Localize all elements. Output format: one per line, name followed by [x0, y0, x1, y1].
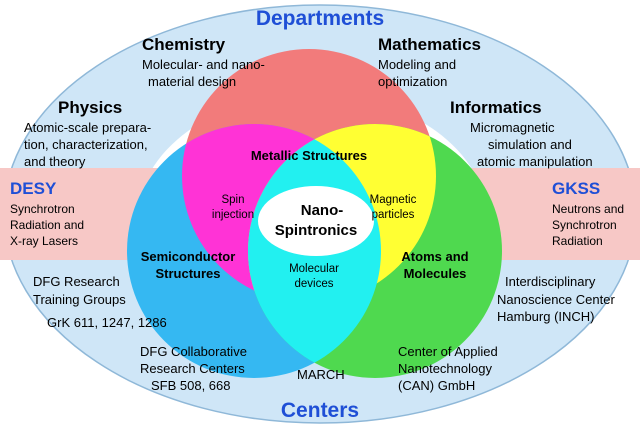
nano-spintronics-label-1: Nano-	[301, 202, 344, 219]
magnetic-particles-label-1: Magnetic	[370, 194, 417, 206]
spin-injection-label-1: Spin	[221, 194, 244, 206]
inch-line-3: Hamburg (INCH)	[497, 309, 595, 324]
molecular-devices-label-2: devices	[295, 278, 334, 290]
semiconductor-label-2: Structures	[155, 266, 220, 281]
gkss-desc-2: Synchrotron	[552, 218, 617, 232]
dfg-rtg-line-2: Training Groups	[33, 292, 126, 307]
mathematics-label: Mathematics	[378, 35, 481, 54]
physics-desc-1: Atomic-scale prepara-	[24, 120, 151, 135]
semiconductor-label-1: Semiconductor	[141, 249, 236, 264]
atoms-label-2: Molecules	[404, 266, 467, 281]
can-line-1: Center of Applied	[398, 344, 498, 359]
dfg-rtg-line-3: GrK 611, 1247, 1286	[47, 315, 167, 330]
can-line-2: Nanotechnology	[398, 361, 492, 376]
mathematics-desc-2: optimization	[378, 74, 447, 89]
inch-line-2: Nanoscience Center	[497, 292, 615, 307]
metallic-structures-label: Metallic Structures	[251, 148, 367, 163]
gkss-desc-3: Radiation	[552, 234, 603, 248]
magnetic-particles-label-2: particles	[372, 209, 415, 221]
dfg-crc-line-1: DFG Collaborative	[140, 344, 247, 359]
informatics-desc-2: simulation and	[488, 137, 572, 152]
march-label: MARCH	[297, 367, 345, 382]
desy-label: DESY	[10, 179, 57, 198]
informatics-desc-3: atomic manipulation	[477, 154, 593, 169]
desy-desc-2: Radiation and	[10, 218, 84, 232]
gkss-desc-1: Neutrons and	[552, 202, 624, 216]
dfg-rtg-line-1: DFG Research	[33, 274, 120, 289]
can-line-3: (CAN) GmbH	[398, 378, 475, 393]
molecular-devices-label-1: Molecular	[289, 263, 339, 275]
informatics-desc-1: Micromagnetic	[470, 120, 555, 135]
chemistry-desc-2: material design	[148, 74, 236, 89]
atoms-label-1: Atoms and	[401, 249, 468, 264]
physics-label: Physics	[58, 98, 122, 117]
desy-desc-3: X-ray Lasers	[10, 234, 78, 248]
inch-line-1: Interdisciplinary	[505, 274, 596, 289]
chemistry-desc-1: Molecular- and nano-	[142, 57, 265, 72]
physics-desc-3: and theory	[24, 154, 86, 169]
departments-title: Departments	[256, 7, 384, 30]
desy-desc-1: Synchrotron	[10, 202, 75, 216]
informatics-label: Informatics	[450, 98, 542, 117]
centers-title: Centers	[281, 399, 359, 422]
nano-spintronics-label-2: Spintronics	[275, 222, 358, 239]
gkss-label: GKSS	[552, 179, 600, 198]
spin-injection-label-2: injection	[212, 209, 254, 221]
mathematics-desc-1: Modeling and	[378, 57, 456, 72]
physics-desc-2: tion, characterization,	[24, 137, 148, 152]
dfg-crc-line-3: SFB 508, 668	[151, 378, 231, 393]
dfg-crc-line-2: Research Centers	[140, 361, 245, 376]
core-ellipse	[258, 186, 374, 256]
chemistry-label: Chemistry	[142, 35, 226, 54]
